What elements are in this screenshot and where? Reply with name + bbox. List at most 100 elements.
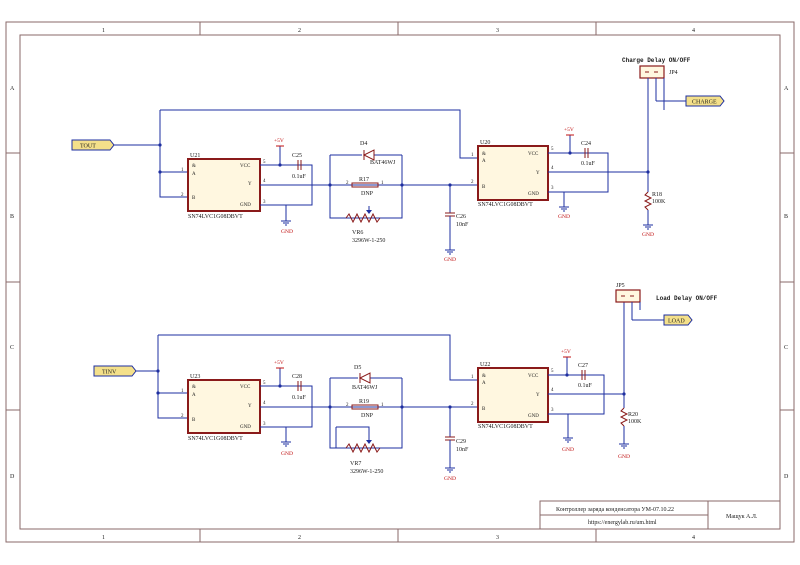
pin-number: 2 xyxy=(346,403,349,408)
row-label: A xyxy=(784,86,789,92)
c24-ref: C24 xyxy=(581,141,591,147)
column-label: 4 xyxy=(692,535,695,541)
pin-label: Y xyxy=(536,171,540,176)
row-label: D xyxy=(10,474,15,480)
pin-label: B xyxy=(482,185,486,190)
vr6-body xyxy=(345,212,381,224)
pin-number: 1 xyxy=(181,389,184,394)
d4-symbol xyxy=(362,149,375,161)
row-label: B xyxy=(784,214,788,220)
pin-label: Y xyxy=(536,393,540,398)
tinv-port xyxy=(93,365,137,377)
pin-number: 5 xyxy=(551,369,554,374)
jp5-jumper xyxy=(615,289,641,303)
r17-body xyxy=(351,182,379,188)
r19-ref: R19 xyxy=(359,399,369,405)
r18-ref: R18 xyxy=(652,192,662,198)
u22-chip xyxy=(477,367,549,423)
pin-label: A xyxy=(192,172,196,177)
column-label: 2 xyxy=(298,535,301,541)
d5-part: BAT46WJ xyxy=(352,385,378,391)
pin-label: A xyxy=(482,159,486,164)
pin-label: Y xyxy=(248,404,252,409)
pin-number: 1 xyxy=(471,153,474,158)
d4-ref: D4 xyxy=(360,141,367,147)
c27-value: 0.1uF xyxy=(578,383,593,389)
c28-ref: C28 xyxy=(292,374,302,380)
jp4-jumper xyxy=(639,65,665,79)
c24-value: 0.1uF xyxy=(581,161,596,167)
c28-value: 0.1uF xyxy=(292,395,307,401)
pin-label: B xyxy=(192,418,196,423)
pin-number: 3 xyxy=(263,200,266,205)
jp5-ref: JP5 xyxy=(616,283,625,289)
column-label: 2 xyxy=(298,28,301,34)
pin-label: VCC xyxy=(528,374,539,379)
pin-number: 2 xyxy=(346,181,349,186)
c29-value: 10nF xyxy=(456,447,469,453)
u22-ref: U22 xyxy=(480,362,490,368)
u23-ref: U23 xyxy=(190,374,200,380)
gnd-label: GND xyxy=(618,454,630,460)
gnd-label: GND xyxy=(558,214,570,220)
pin-label: & xyxy=(482,152,486,157)
row-label: D xyxy=(784,474,789,480)
tout-port xyxy=(71,139,115,151)
pin-label: GND xyxy=(528,192,539,197)
c26-ref: C26 xyxy=(456,214,466,220)
u21-chip xyxy=(187,158,261,212)
column-labels: 1 2 3 4 1 2 3 4 xyxy=(102,28,695,541)
u20-part: SN74LVC1G08DBVT xyxy=(478,202,533,208)
pin-label: VCC xyxy=(240,164,251,169)
c29-ref: C29 xyxy=(456,439,466,445)
pin-label: Y xyxy=(248,182,252,187)
column-label: 4 xyxy=(692,28,695,34)
pin-label: B xyxy=(192,196,196,201)
d5-ref: D5 xyxy=(354,365,361,371)
bottom-circuit: TINV U23 SN74LVC1G08DBVT & A B VCC Y GND… xyxy=(93,283,718,482)
pin-label: & xyxy=(192,385,196,390)
title-block: Контроллер заряда конденсатора УМ-07.10.… xyxy=(539,500,781,530)
load-port xyxy=(663,314,693,326)
gnd-label: GND xyxy=(281,451,293,457)
gnd-label: GND xyxy=(562,447,574,453)
u22-part: SN74LVC1G08DBVT xyxy=(478,424,533,430)
pin-number: 5 xyxy=(263,160,266,165)
u23-chip xyxy=(187,379,261,434)
column-label: 3 xyxy=(496,28,499,34)
vcc-label: +5V xyxy=(274,360,284,366)
gnd-label: GND xyxy=(642,232,654,238)
pin-label: GND xyxy=(240,425,251,430)
row-label: C xyxy=(10,345,14,351)
u20-ref: U20 xyxy=(480,140,490,146)
u21-part: SN74LVC1G08DBVT xyxy=(188,214,243,220)
vr6-ref: VR6 xyxy=(352,230,363,236)
c26-value: 10nF xyxy=(456,222,469,228)
r20-ref: R20 xyxy=(628,412,638,418)
row-label: B xyxy=(10,214,14,220)
pin-label: & xyxy=(192,164,196,169)
column-label: 3 xyxy=(496,535,499,541)
row-label: C xyxy=(784,345,788,351)
pin-number: 2 xyxy=(471,180,474,185)
gnd-label: GND xyxy=(444,257,456,263)
u21-ref: U21 xyxy=(190,153,200,159)
c25-value: 0.1uF xyxy=(292,174,307,180)
pin-label: GND xyxy=(240,203,251,208)
pin-number: 3 xyxy=(551,408,554,413)
r19-value: DNP xyxy=(361,413,374,419)
pin-number: 5 xyxy=(263,381,266,386)
pin-number: 1 xyxy=(381,181,384,186)
pin-label: VCC xyxy=(240,385,251,390)
vr6-part: 3296W-1-250 xyxy=(352,238,385,244)
row-labels: A B C D A B C D xyxy=(10,86,789,480)
d4-part: BAT46WJ xyxy=(370,160,396,166)
vcc-label: +5V xyxy=(561,349,571,355)
jp4-caption: Charge Delay ON/OFF xyxy=(622,57,691,64)
pin-number: 3 xyxy=(551,186,554,191)
pin-number: 4 xyxy=(263,179,266,184)
pin-number: 4 xyxy=(551,388,554,393)
column-label: 1 xyxy=(102,28,105,34)
c25-ref: C25 xyxy=(292,153,302,159)
pin-number: 1 xyxy=(181,168,184,173)
